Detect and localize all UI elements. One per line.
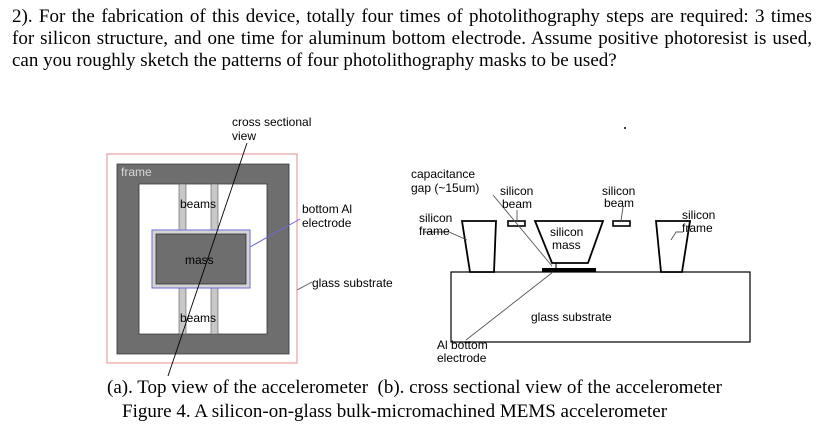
cross-section-line bbox=[167, 142, 248, 377]
stray-dot bbox=[624, 127, 626, 129]
silicon-beam-right-1: silicon bbox=[602, 184, 635, 198]
silicon-beam-left-2: beam bbox=[502, 197, 532, 211]
proof-mass bbox=[155, 233, 247, 285]
silicon-frame-left-leader bbox=[423, 231, 468, 241]
gap-leader bbox=[492, 194, 553, 267]
al-bottom-label-1: Al bottom bbox=[437, 338, 488, 352]
bottom-al-label-1: bottom Al bbox=[302, 202, 352, 216]
al-bottom-leader bbox=[465, 271, 554, 341]
cross-section-label-1: cross sectional bbox=[232, 115, 311, 129]
silicon-frame-left-2: frame bbox=[419, 224, 450, 238]
cross-section-label-2: view bbox=[232, 129, 256, 143]
mass-label: mass bbox=[185, 253, 214, 267]
bottom-al-label-2: electrode bbox=[302, 216, 352, 230]
al-bottom-electrode bbox=[542, 268, 596, 272]
silicon-beam-left-1: silicon bbox=[500, 184, 533, 198]
beam-bottom-right bbox=[210, 285, 219, 335]
cross-view: capacitance gap (~15um) silicon beam sil… bbox=[411, 167, 751, 365]
silicon-frame-left bbox=[460, 220, 497, 273]
glass-substrate-label-cross: glass substrate bbox=[531, 310, 612, 324]
glass-substrate bbox=[450, 271, 751, 343]
silicon-frame-left-1: silicon bbox=[419, 211, 452, 225]
silicon-frame-right-leader bbox=[670, 231, 683, 241]
beams-top-label: beams bbox=[180, 197, 216, 211]
silicon-frame-right-1: silicon bbox=[682, 208, 715, 222]
silicon-mass-1: silicon bbox=[550, 225, 583, 239]
silicon-beam-right bbox=[612, 220, 631, 227]
glass-substrate-label-top: glass substrate bbox=[312, 276, 393, 290]
silicon-mass bbox=[533, 220, 605, 264]
frame-label: frame bbox=[121, 165, 152, 179]
silicon-beam-right-2: beam bbox=[604, 196, 634, 210]
capacitance-gap-2: gap (~15um) bbox=[411, 181, 479, 195]
caption-line-2: Figure 4. A silicon-on-glass bulk-microm… bbox=[122, 401, 668, 422]
beams-bottom-label: beams bbox=[180, 311, 216, 325]
silicon-beam-right-leader bbox=[620, 206, 624, 222]
bottom-al-leader bbox=[249, 218, 301, 248]
silicon-frame-right-2: frame bbox=[682, 221, 713, 235]
silicon-mass-2: mass bbox=[552, 238, 581, 252]
caption-line-1: (a). Top view of the accelerometer (b). … bbox=[107, 377, 723, 398]
question-text: 2). For the fabrication of this device, … bbox=[12, 6, 812, 71]
al-bottom-label-2: electrode bbox=[437, 351, 487, 365]
silicon-frame-right bbox=[655, 220, 692, 273]
silicon-frame bbox=[116, 163, 290, 355]
capacitance-gap-1: capacitance bbox=[411, 167, 475, 181]
glass-substrate-leader bbox=[296, 281, 313, 291]
top-view: cross sectional view frame beams mass be… bbox=[106, 115, 393, 377]
